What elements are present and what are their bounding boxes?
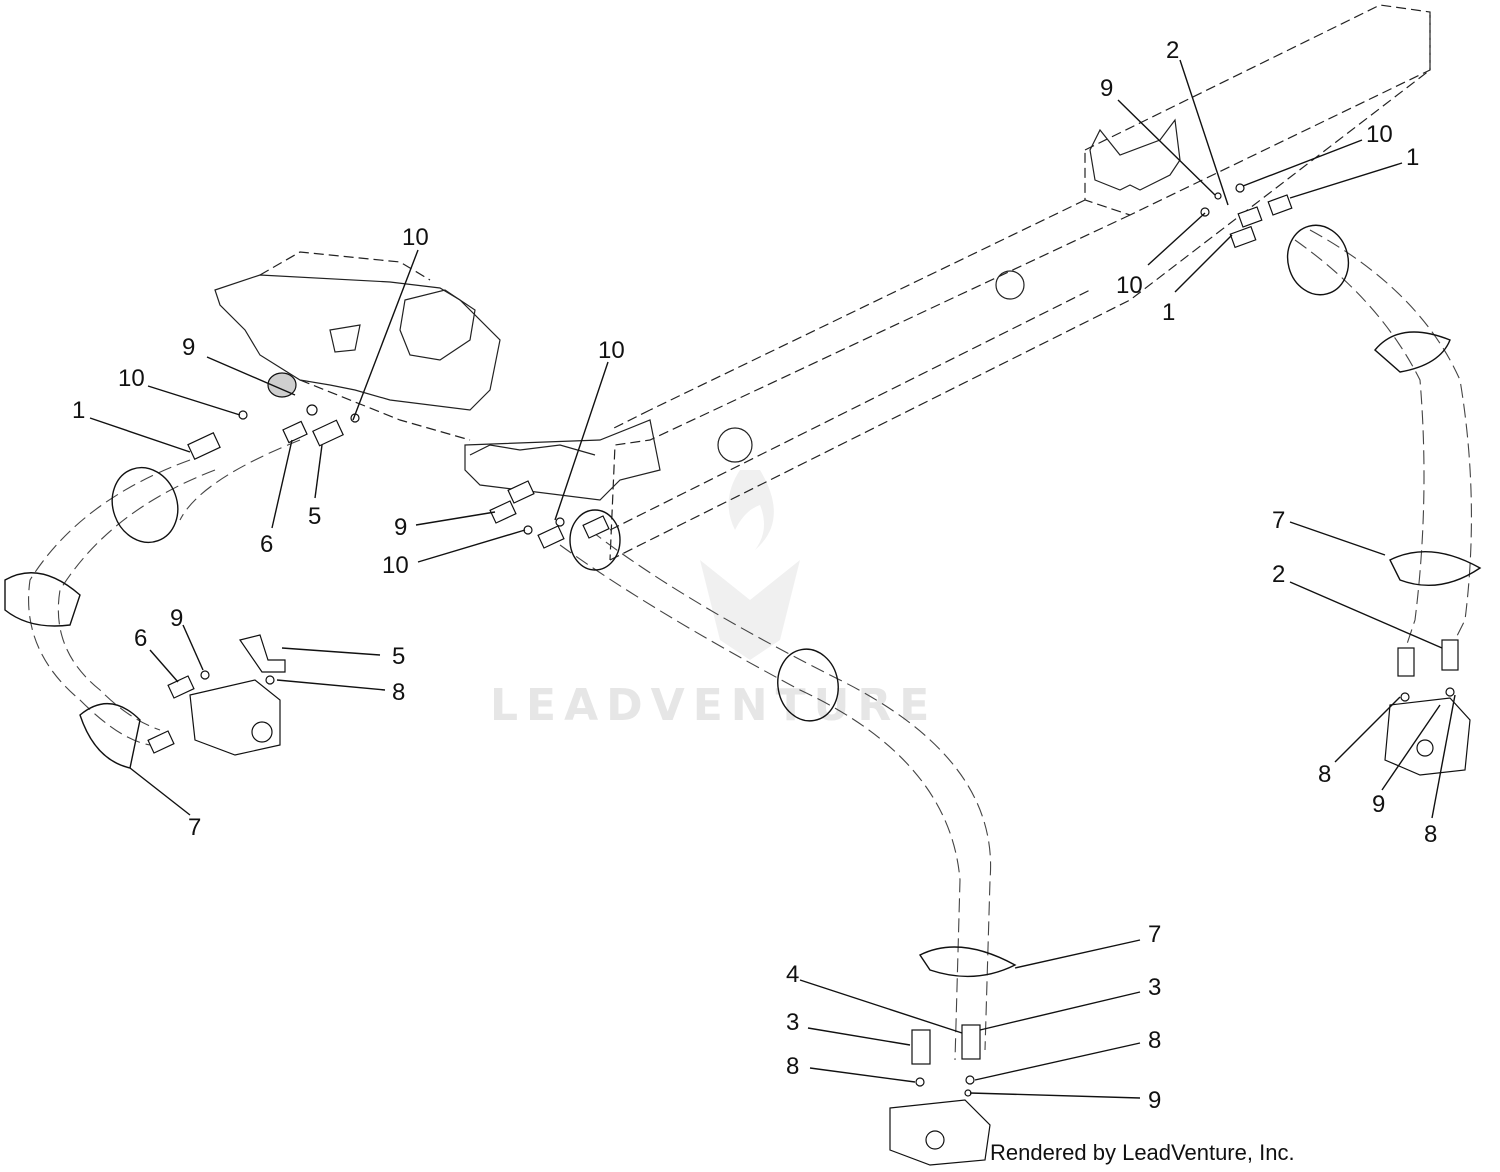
callout-3-bottom-a: 3 <box>786 1009 799 1036</box>
callout-10-left-top: 10 <box>402 224 429 251</box>
callout-9-bottom: 9 <box>1148 1087 1161 1114</box>
clamp-left-lower <box>79 702 141 769</box>
clamp-left-upper <box>111 466 179 544</box>
callout-8-right-a: 8 <box>1318 761 1331 788</box>
clamp-mid-bracket <box>569 509 621 571</box>
callout-1-left: 1 <box>72 397 85 424</box>
pump-right <box>1384 697 1471 776</box>
callout-8-bottom-a: 8 <box>786 1053 799 1080</box>
watermark-text: LEADVENTURE <box>490 680 937 731</box>
callout-8-pump: 8 <box>392 679 405 706</box>
clamp-right-upper <box>1286 224 1350 296</box>
hose-clamps <box>4 224 1482 978</box>
callout-9-pump: 9 <box>170 605 183 632</box>
leader-lines <box>89 59 1456 1099</box>
callout-7-right: 7 <box>1272 507 1285 534</box>
callout-1-top-b: 1 <box>1162 299 1175 326</box>
hydraulic-hoses <box>28 229 1472 1061</box>
callout-10-top-a: 10 <box>1366 121 1393 148</box>
fittings <box>147 183 1459 1097</box>
callout-1-top-a: 1 <box>1406 144 1419 171</box>
callout-2-right: 2 <box>1272 561 1285 588</box>
callout-9-right: 9 <box>1372 791 1385 818</box>
callout-5-pump: 5 <box>392 643 405 670</box>
main-frame <box>214 4 1431 561</box>
pump-left <box>189 679 281 756</box>
callout-3-bottom-b: 3 <box>1148 974 1161 1001</box>
callout-9-mid: 9 <box>394 514 407 541</box>
callout-10-mid-top: 10 <box>598 337 625 364</box>
clamp-right-mid <box>1374 331 1451 373</box>
callout-9-top: 9 <box>1100 75 1113 102</box>
clamp-left-mid <box>4 572 81 627</box>
callout-7-left: 7 <box>188 814 201 841</box>
callout-6-left: 6 <box>260 531 273 558</box>
callout-8-bottom-b: 8 <box>1148 1027 1161 1054</box>
clamp-mid <box>777 648 839 722</box>
watermark: LEADVENTURE <box>490 470 937 731</box>
callout-7-bottom: 7 <box>1148 921 1161 948</box>
clamp-bottom <box>918 946 1017 978</box>
callout-8-right-b: 8 <box>1424 821 1437 848</box>
callout-6-pump: 6 <box>134 625 147 652</box>
callout-labels: 2 9 10 1 10 1 10 9 10 1 6 5 10 9 10 6 9 … <box>72 37 1437 1114</box>
callout-4-bottom: 4 <box>786 961 799 988</box>
callout-10-left: 10 <box>118 365 145 392</box>
callout-10-mid: 10 <box>382 552 409 579</box>
pumps <box>189 679 1471 1166</box>
clamp-right-lower <box>1389 550 1482 586</box>
callout-2-top: 2 <box>1166 37 1179 64</box>
callout-10-top-b: 10 <box>1116 272 1143 299</box>
callout-5-left: 5 <box>308 503 321 530</box>
callout-9-left: 9 <box>182 334 195 361</box>
credit-text: Rendered by LeadVenture, Inc. <box>990 1140 1295 1165</box>
